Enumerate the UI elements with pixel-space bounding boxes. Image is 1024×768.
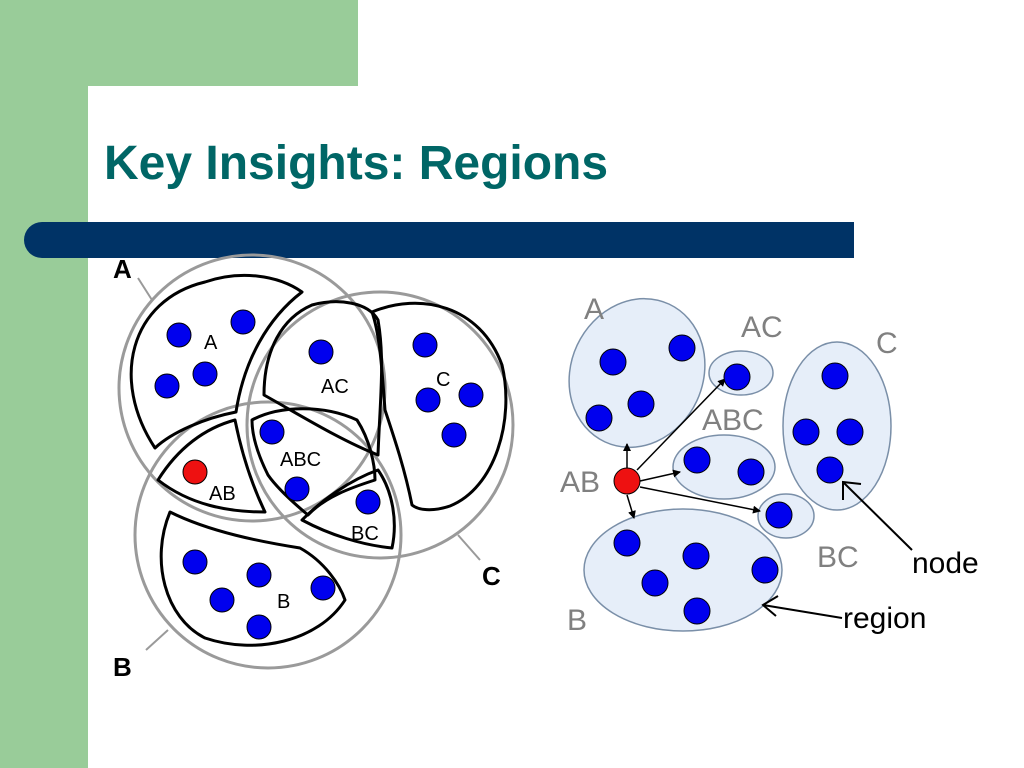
venn-region-bc-outline: [300, 468, 396, 550]
venn-region-abc-outline: [250, 407, 377, 517]
venn-node: [230, 309, 256, 335]
region-graph: A AC C ABC AB BC B: [560, 293, 979, 637]
venn-region-b-outline: [159, 510, 347, 647]
venn-region-label-a: A: [204, 332, 218, 354]
venn-node: [192, 361, 218, 387]
venn-region-a-outline: [129, 273, 304, 450]
graph-node: [613, 529, 641, 557]
venn-node: [182, 549, 208, 575]
venn-node: [415, 387, 441, 413]
venn-circle-b: [133, 400, 403, 670]
venn-node: [154, 373, 180, 399]
venn-highlight-node: [182, 459, 208, 485]
annotation-region: region: [843, 602, 926, 635]
graph-node: [792, 418, 820, 446]
graph-node: [683, 597, 711, 625]
graph-node: [585, 404, 613, 432]
graph-region-label-c: C: [876, 327, 898, 360]
graph-node-pointed: [816, 456, 844, 484]
venn-circle-c: [245, 290, 515, 560]
region-pointer: [762, 604, 843, 619]
edge-ab-to-b: [626, 494, 636, 519]
graph-region-label-bc: BC: [817, 541, 859, 574]
venn-node: [458, 382, 484, 408]
venn-region-label-ab: AB: [209, 483, 236, 505]
venn-region-label-b: B: [277, 591, 290, 613]
slide-title: Key Insights: Regions: [104, 137, 609, 190]
graph-region-label-ab: AB: [560, 466, 600, 499]
venn-node: [166, 322, 192, 348]
leader-a: [137, 277, 153, 301]
node-pointer-head: [842, 480, 862, 500]
graph-node: [682, 542, 710, 570]
venn-node: [412, 332, 438, 358]
graph-node: [599, 348, 627, 376]
venn-node: [441, 422, 467, 448]
venn-circle-a: [117, 253, 387, 523]
venn-node: [310, 575, 336, 601]
venn-node: [246, 614, 272, 640]
graph-highlight-node: [613, 467, 641, 495]
venn-region-c-outline: [370, 301, 508, 512]
leader-b: [145, 629, 169, 651]
graph-node: [765, 501, 793, 529]
venn-region-ab-outline: [156, 418, 267, 514]
graph-region-label-abc: ABC: [702, 404, 764, 437]
graph-region-label-b: B: [567, 604, 587, 637]
graph-node: [668, 334, 696, 362]
title-rule: [24, 222, 854, 258]
venn-node: [246, 562, 272, 588]
venn-region-label-c: C: [436, 369, 450, 391]
venn-region-label-abc: ABC: [280, 449, 321, 471]
venn-region-label-ac: AC: [321, 376, 349, 398]
venn-node: [259, 419, 285, 445]
graph-node: [836, 418, 864, 446]
edge-ab-to-ac: [636, 378, 726, 471]
edge-ab-to-abc: [639, 469, 681, 482]
top-green-tab: [88, 0, 358, 86]
graph-region-c: [782, 341, 892, 511]
node-pointer: [842, 481, 913, 551]
venn-node: [355, 489, 381, 515]
venn-circle-label-b: B: [113, 652, 132, 682]
graph-region-label-ac: AC: [741, 311, 783, 344]
venn-region-ac-outline: [262, 300, 384, 457]
venn-circle-label-a: A: [113, 254, 132, 284]
graph-node: [641, 569, 669, 597]
venn-node: [284, 476, 310, 502]
venn-diagram: A B C A AC C ABC AB BC B: [113, 253, 515, 682]
graph-node: [751, 556, 779, 584]
annotation-node: node: [912, 547, 979, 580]
graph-region-label-a: A: [584, 293, 604, 326]
graph-node: [737, 458, 765, 486]
leader-c: [457, 534, 481, 561]
venn-circle-label-c: C: [482, 561, 501, 591]
venn-region-label-bc: BC: [351, 523, 379, 545]
venn-node: [308, 339, 334, 365]
graph-node: [683, 446, 711, 474]
graph-node: [821, 362, 849, 390]
graph-node: [627, 390, 655, 418]
graph-node: [723, 363, 751, 391]
region-pointer-head: [761, 595, 779, 617]
venn-node: [209, 587, 235, 613]
edge-ab-to-bc: [639, 486, 761, 514]
left-green-bar: [0, 0, 88, 768]
